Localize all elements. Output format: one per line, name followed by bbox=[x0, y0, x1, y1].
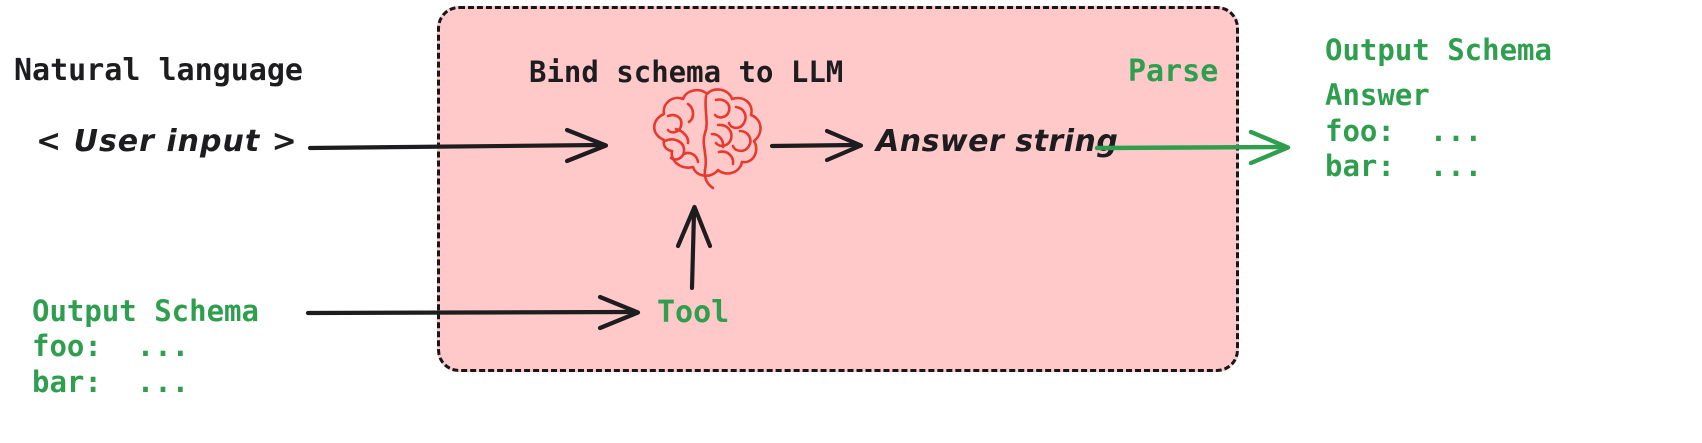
answer-string-label: Answer string bbox=[876, 124, 1119, 159]
natural-language-heading: Natural language bbox=[14, 53, 303, 88]
output-schema-line-foo: foo: ... bbox=[1325, 113, 1483, 148]
tool-label: Tool bbox=[657, 295, 730, 330]
input-schema-field-foo: foo: ... bbox=[32, 329, 190, 364]
input-schema-heading: Output Schema bbox=[32, 294, 259, 328]
input-schema: Output Schema foo: ... bar: ... bbox=[32, 294, 259, 400]
output-schema: Output Schema Answer foo: ... bar: ... bbox=[1325, 33, 1552, 185]
bind-schema-caption: Bind schema to LLM bbox=[529, 55, 844, 89]
output-schema-line-bar: bar: ... bbox=[1325, 149, 1483, 184]
output-schema-line-answer: Answer bbox=[1325, 78, 1430, 113]
input-schema-field-bar: bar: ... bbox=[32, 364, 190, 399]
parse-label: Parse bbox=[1128, 54, 1219, 89]
user-input-label: < User input > bbox=[36, 124, 298, 159]
output-schema-heading: Output Schema bbox=[1325, 33, 1552, 67]
